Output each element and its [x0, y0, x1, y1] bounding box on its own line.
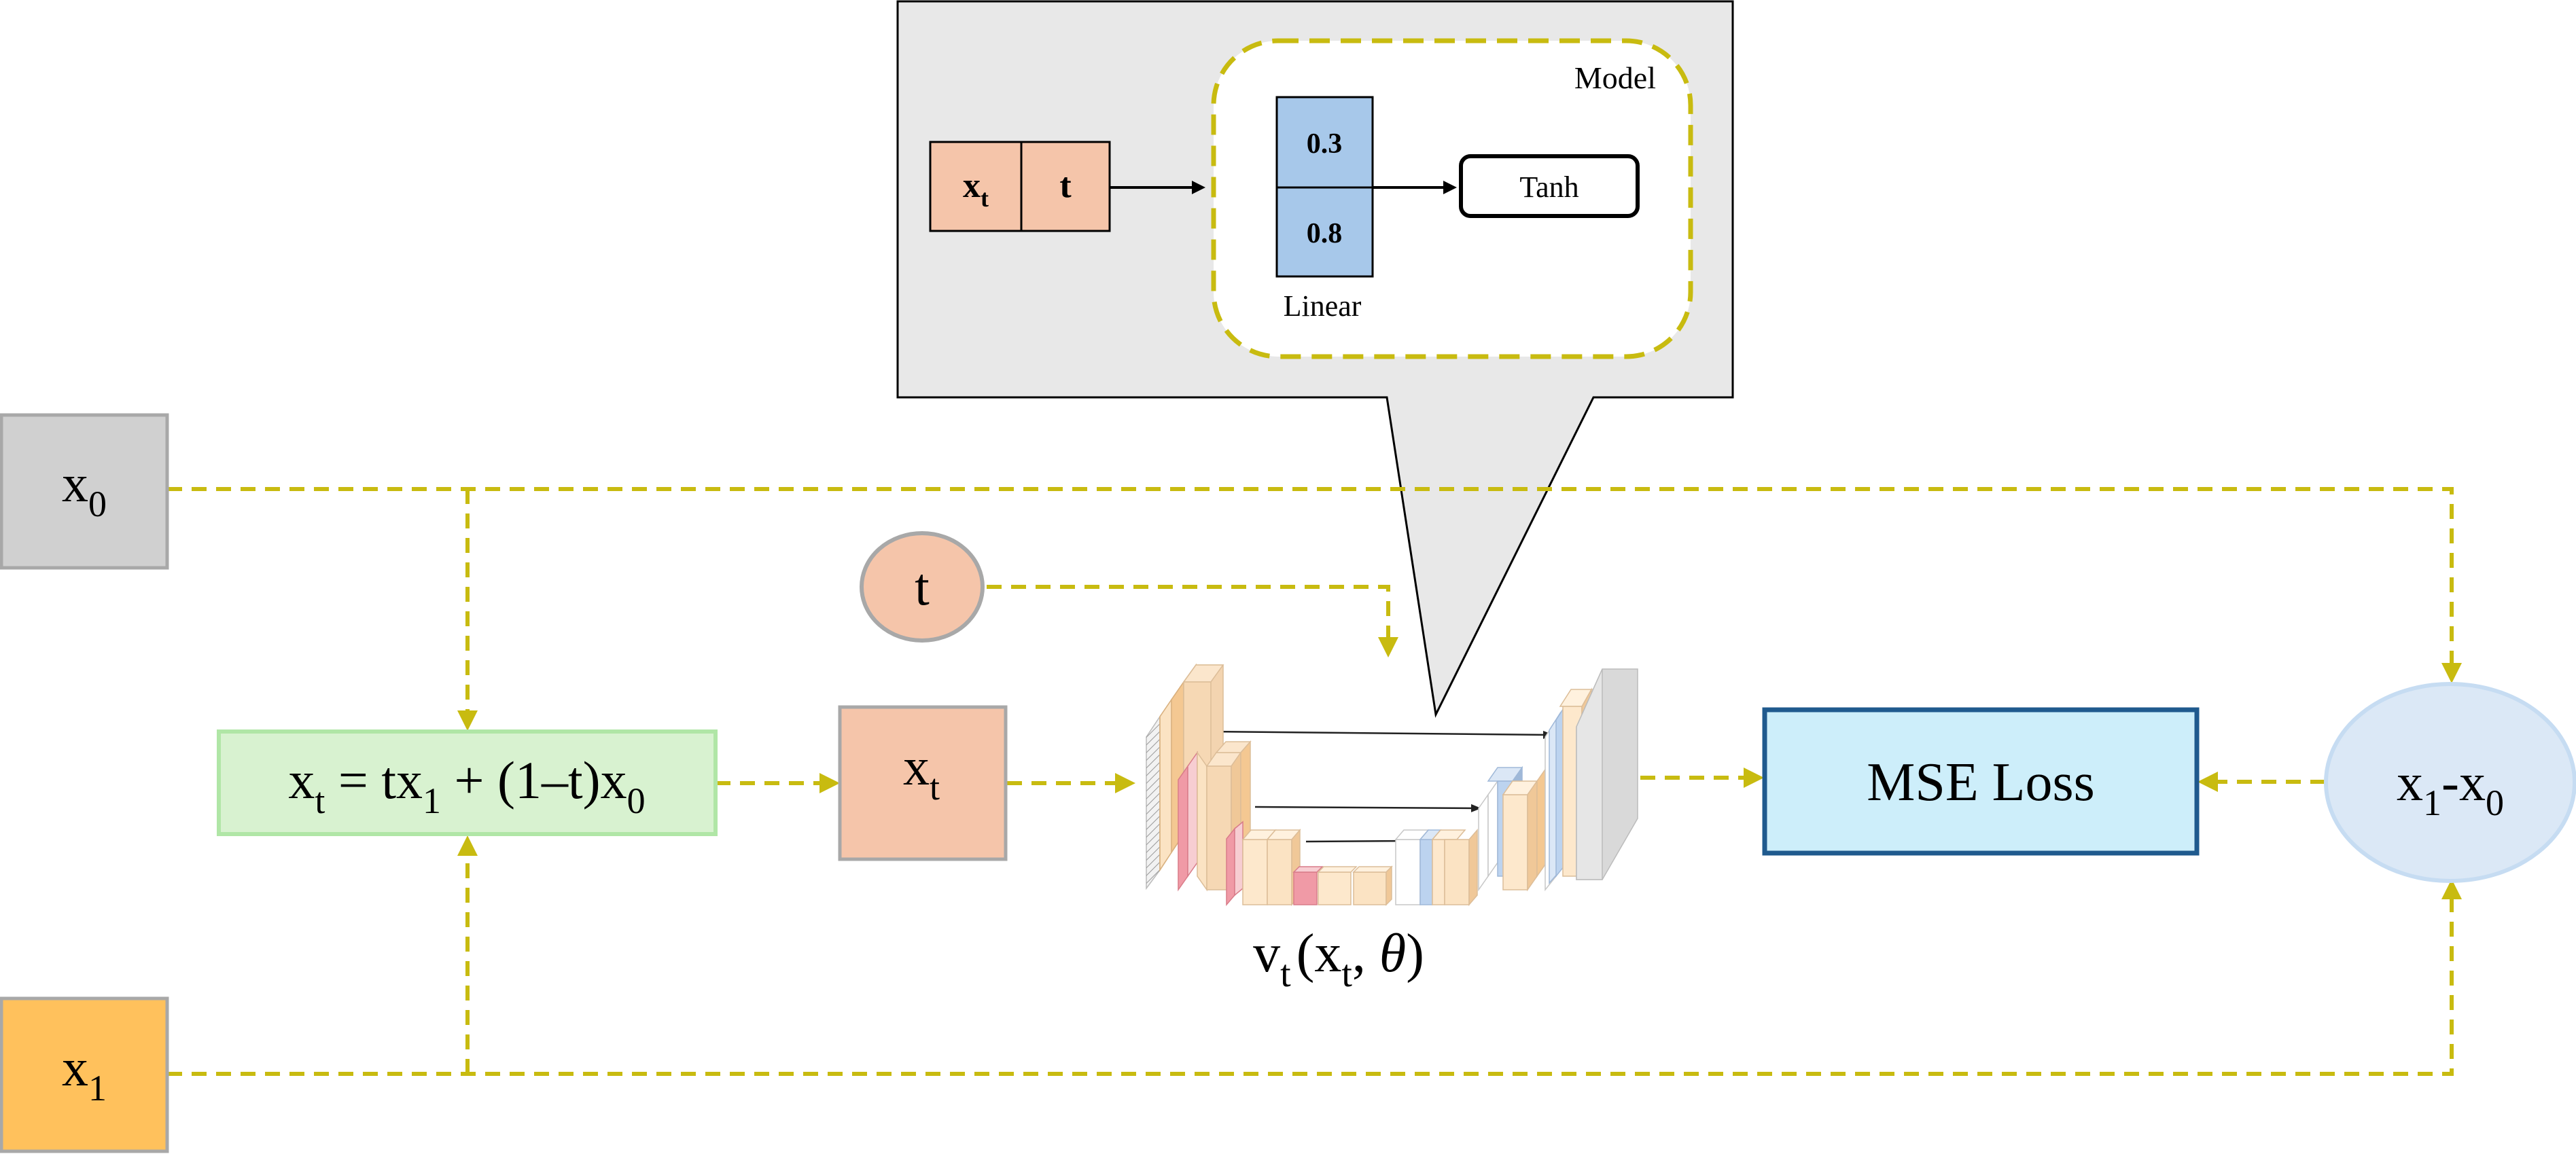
tanh-label: Tanh — [1519, 170, 1578, 204]
node-xt: xt — [838, 705, 1008, 861]
decoder-stage-2 — [1478, 765, 1547, 892]
node-target: x1-x0 — [2324, 682, 2576, 883]
linear-top-cell — [1275, 96, 1374, 189]
node-t: t — [860, 531, 985, 643]
network-label: vt(xt, θ) — [1253, 924, 1424, 995]
bottleneck-stage — [1292, 865, 1393, 906]
node-loss: MSE Loss — [1762, 707, 2200, 856]
t-circle — [860, 531, 985, 643]
decoder-stage-3 — [1394, 828, 1478, 907]
connectors — [167, 487, 2462, 1076]
x0-label: x0 — [62, 454, 107, 524]
x1-box — [0, 996, 169, 1153]
tanh-box — [1459, 154, 1640, 218]
callout-input-t-cell — [1020, 141, 1111, 232]
target-label: x1-x0 — [2397, 753, 2504, 823]
model-callout: Model xt t 0.3 0.8 Linear Tanh — [896, 0, 1734, 718]
x0-box — [0, 413, 169, 570]
encoder-stage-3 — [1226, 821, 1301, 907]
t-label: t — [915, 557, 930, 616]
linear-label: Linear — [1284, 289, 1362, 323]
x1-to-target-connector — [167, 879, 2462, 1076]
node-x0: x0 — [0, 413, 169, 570]
unet-network — [1146, 663, 1638, 907]
node-interpolation: xt = tx1 + (1–t)x0 — [217, 729, 718, 836]
skip-connection-3 — [1305, 837, 1414, 846]
x0-to-target-connector — [167, 487, 2462, 683]
callout-input-t: t — [1059, 166, 1072, 205]
decoder-stage-1 — [1545, 668, 1638, 892]
linear-top-value: 0.3 — [1307, 128, 1343, 160]
t-to-network-connector — [987, 585, 1398, 657]
encoder-input-layer — [1146, 715, 1161, 890]
skip-connection-1 — [1206, 730, 1553, 739]
skip-connection-2 — [1254, 804, 1481, 812]
model-label: Model — [1574, 60, 1656, 95]
loss-box — [1762, 707, 2200, 856]
interp-formula: xt = tx1 + (1–t)x0 — [288, 751, 645, 821]
loss-label: MSE Loss — [1867, 753, 2095, 812]
callout-input-xt-cell — [929, 141, 1023, 232]
target-ellipse — [2324, 682, 2576, 883]
xt-label: xt — [903, 737, 940, 808]
interp-box — [217, 729, 718, 836]
node-x1: x1 — [0, 996, 169, 1153]
linear-bottom-value: 0.8 — [1307, 218, 1343, 249]
xt-box — [838, 705, 1008, 861]
x1-label: x1 — [62, 1038, 107, 1108]
linear-bottom-cell — [1275, 186, 1374, 278]
callout-input-xt: xt — [963, 166, 989, 212]
